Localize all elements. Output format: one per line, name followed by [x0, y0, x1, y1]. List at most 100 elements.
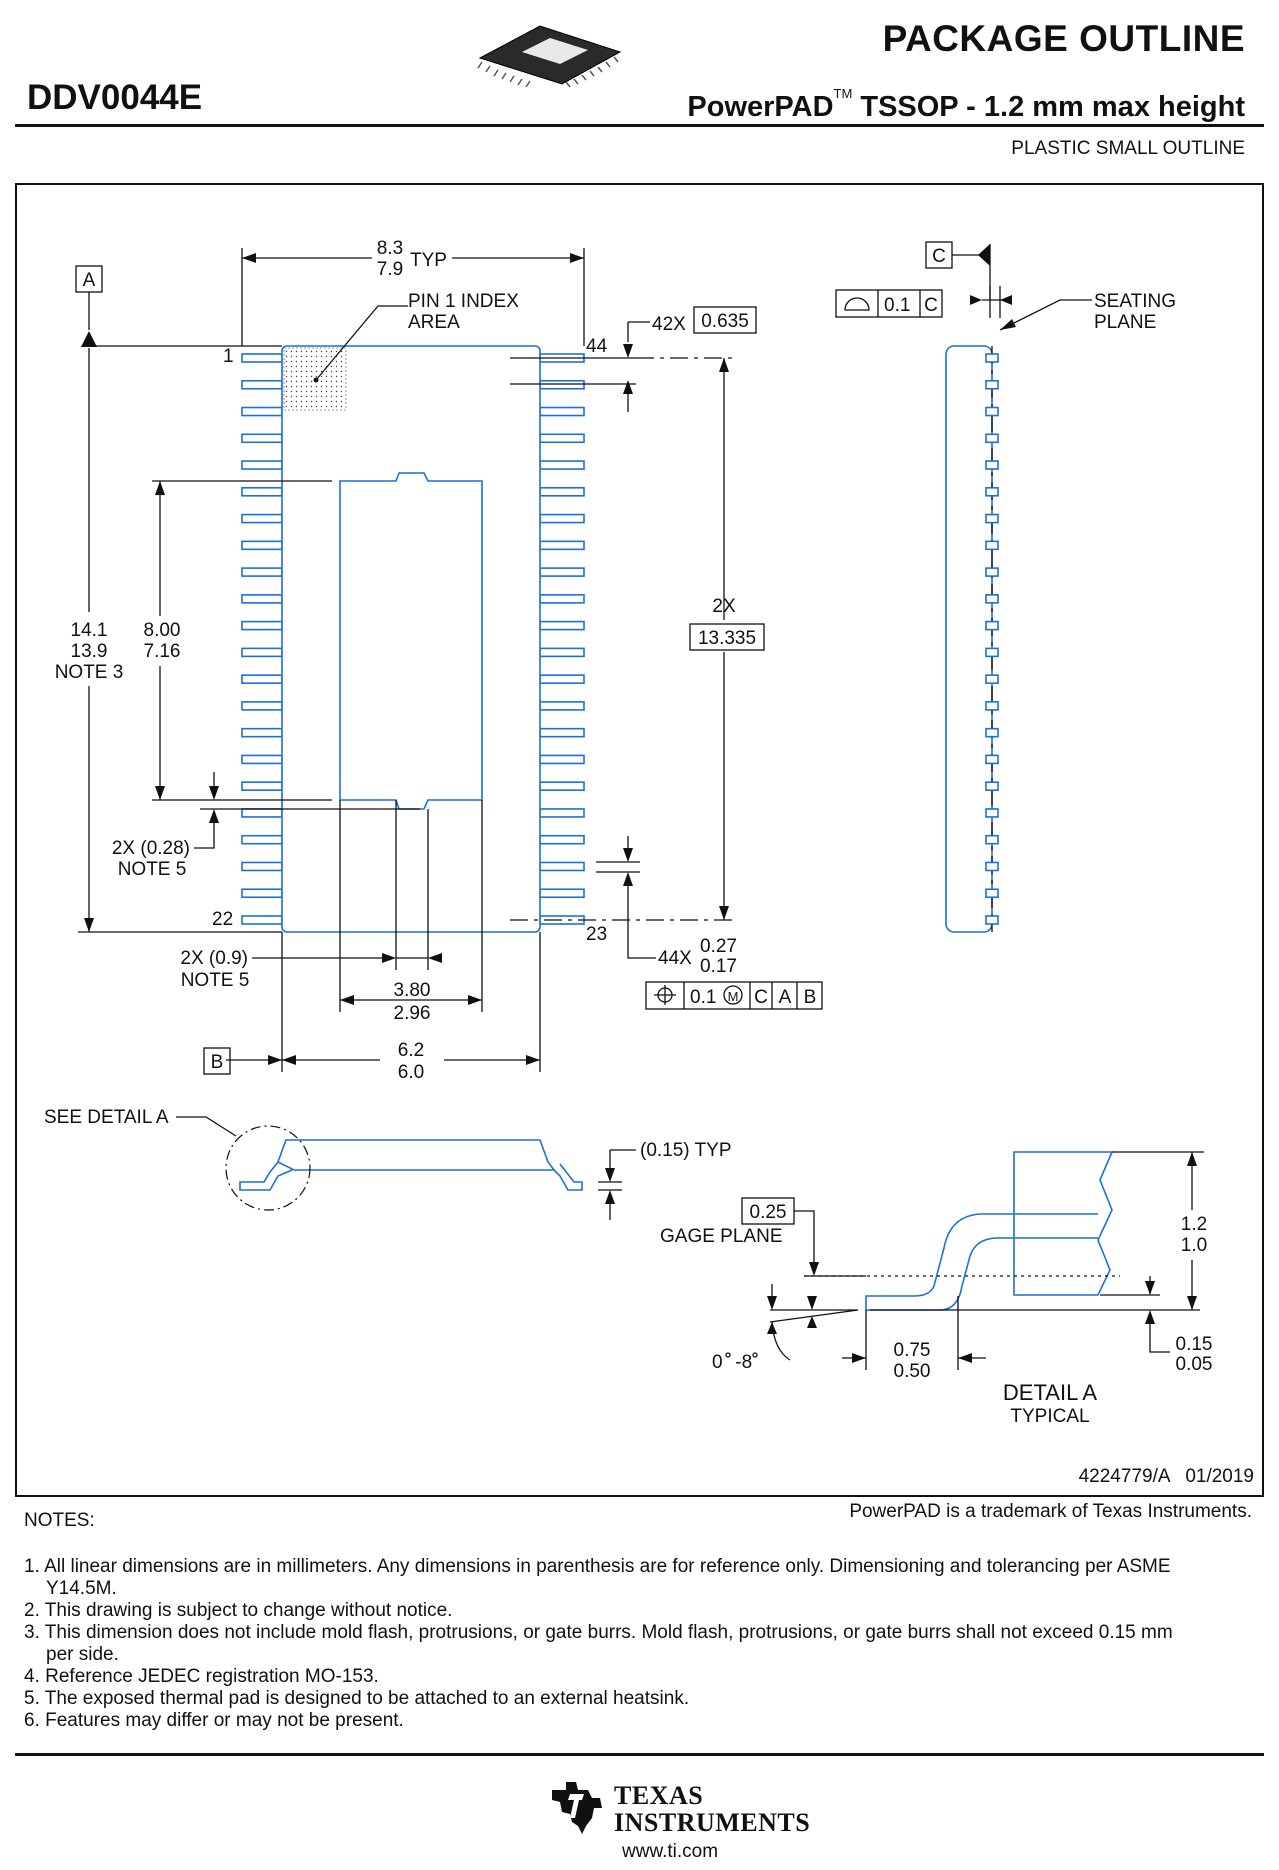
dim-height-min: 1.0	[1181, 1235, 1207, 1256]
lead	[241, 674, 283, 684]
side-lead	[985, 406, 999, 417]
tab-b-label1: 2X (0.9)	[180, 948, 248, 969]
lead	[241, 781, 283, 791]
notes-list: 1. All linear dimensions are in millimet…	[24, 1556, 1204, 1732]
gage-value: 0.25	[750, 1202, 787, 1223]
lead	[241, 567, 283, 577]
lead	[241, 594, 283, 604]
dim-span-max: 8.3	[377, 238, 403, 259]
pin-1-label: 1	[223, 346, 234, 367]
side-lead	[985, 353, 999, 363]
see-detail-label: SEE DETAIL A	[44, 1107, 169, 1128]
lead	[241, 620, 283, 631]
lead	[539, 567, 585, 577]
dim-pad-width-min: 2.96	[394, 1003, 431, 1024]
lead	[539, 487, 585, 497]
side-lead	[985, 727, 999, 738]
side-lead	[985, 567, 999, 577]
package-category: PLASTIC SMALL OUTLINE	[1011, 138, 1245, 159]
dim-height-max: 1.2	[1181, 1214, 1207, 1235]
datum-c-label: C	[932, 246, 946, 267]
lead	[539, 460, 585, 470]
package-3d-illustration	[477, 25, 622, 88]
dim-pad-length-min: 7.16	[144, 641, 181, 662]
fcf-tolerance: 0.1	[690, 987, 716, 1008]
side-lead	[985, 701, 999, 711]
row-prefix: 2X	[712, 596, 736, 617]
pin-23-label: 23	[586, 924, 607, 945]
mechanical-drawing: A 8.3 7.9 TYP PIN 1 INDEX AREA 1 22 44 2…	[44, 238, 1254, 1487]
side-lead	[985, 808, 999, 818]
row-value: 13.335	[698, 628, 756, 649]
top-view	[241, 345, 585, 933]
angle-start: 0	[712, 1352, 723, 1373]
lead	[241, 460, 283, 470]
package-code: DDV0044E	[27, 78, 203, 117]
subtitle-brand: PowerPAD	[687, 91, 834, 123]
lead	[241, 888, 283, 899]
lead	[241, 754, 283, 765]
dim-pad-width-max: 3.80	[394, 980, 431, 1001]
logo-line1: TEXAS	[614, 1781, 704, 1810]
flatness-tolerance: 0.1	[884, 295, 910, 316]
datum-b-box	[203, 1047, 231, 1075]
trademark-note: PowerPAD is a trademark of Texas Instrum…	[849, 1501, 1252, 1522]
lead	[241, 353, 283, 363]
side-lead	[985, 433, 999, 444]
lead	[241, 379, 283, 390]
tab-b-label2: NOTE 5	[181, 970, 250, 991]
lead	[241, 433, 283, 444]
seating-label2: PLANE	[1094, 312, 1156, 333]
lead	[539, 727, 585, 738]
lead	[241, 487, 283, 497]
side-lead	[985, 647, 999, 658]
lead-width-min: 0.17	[700, 956, 737, 977]
lead	[241, 808, 283, 818]
dim-standoff-max: 0.15	[1176, 1334, 1213, 1355]
side-lead	[985, 915, 999, 925]
ti-logo-icon	[552, 1782, 602, 1834]
side-lead	[985, 513, 999, 524]
lead	[539, 888, 585, 899]
tab-a-label2: NOTE 5	[118, 859, 187, 880]
footer-rule	[15, 1753, 1264, 1756]
lead	[539, 834, 585, 845]
side-lead	[985, 781, 999, 791]
pitch-box	[693, 306, 757, 334]
flatness-tolerance-frame: 0.1 C	[835, 289, 943, 318]
lead	[539, 808, 585, 818]
side-lead	[985, 888, 999, 899]
side-lead	[985, 594, 999, 604]
dim-length-min: 13.9	[71, 641, 108, 662]
side-lead	[985, 674, 999, 684]
package-subtitle: PowerPADTM TSSOP - 1.2 mm max height	[687, 86, 1245, 124]
note-item: 5. The exposed thermal pad is designed t…	[24, 1688, 690, 1709]
lead	[539, 861, 585, 872]
lead-thickness-label: (0.15) TYP	[640, 1140, 732, 1161]
pin1-label-line1: PIN 1 INDEX	[408, 291, 519, 312]
note-item: 6. Features may differ or may not be pre…	[24, 1710, 404, 1731]
note-item: 4. Reference JEDEC registration MO-153.	[24, 1666, 379, 1687]
document-number: 4224779/A 01/2019	[1079, 1466, 1254, 1487]
side-lead	[985, 861, 999, 872]
lead	[539, 701, 585, 711]
left-leads	[241, 353, 283, 925]
lead-width-max: 0.27	[700, 936, 737, 957]
package-body	[281, 345, 541, 933]
side-lead	[985, 540, 999, 551]
side-view	[945, 345, 999, 933]
datum-a-label: A	[83, 270, 96, 291]
lead	[241, 727, 283, 738]
lead	[241, 834, 283, 845]
side-lead	[985, 379, 999, 390]
dim-length-max: 14.1	[71, 620, 108, 641]
side-lead	[985, 834, 999, 845]
row-box	[689, 623, 765, 651]
pin-22-label: 22	[212, 909, 233, 930]
detail-a-view	[865, 1151, 1114, 1311]
dim-span-min: 7.9	[377, 259, 403, 280]
note-item: 2. This drawing is subject to change wit…	[24, 1600, 453, 1621]
pin-44-label: 44	[586, 336, 608, 357]
lead	[539, 754, 585, 765]
